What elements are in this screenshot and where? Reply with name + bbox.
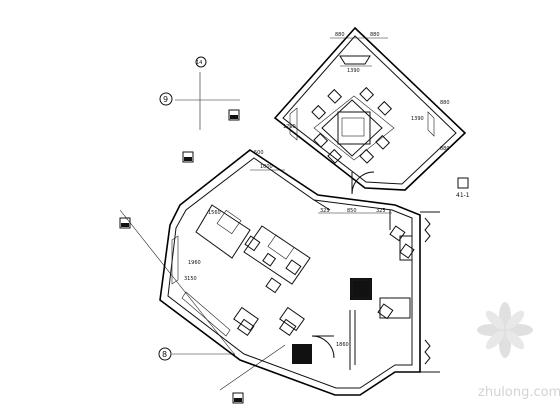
dim-880-top-r: 880 [370, 32, 380, 38]
dim-880-right: 880 [440, 100, 450, 106]
meeting-room [273, 26, 467, 195]
axis-label-14: 14 [196, 60, 202, 66]
watermark-brand: zhulong.com [478, 385, 560, 400]
section-markers: 41-1 [119, 109, 470, 404]
dimensions-upper: 880 880 1390 880 1790 1390 880 1000 500 … [250, 32, 450, 214]
section-line-left [119, 209, 236, 356]
section-marker [457, 177, 469, 189]
chair [399, 243, 415, 259]
section-line-bottom [219, 344, 286, 391]
watermark: zhulong.com [477, 302, 560, 400]
watermark-flower-icon [477, 302, 533, 358]
dim-1560: 1560 [208, 210, 221, 216]
column-block [292, 344, 312, 364]
chair [327, 88, 343, 104]
chair [377, 303, 394, 320]
chair [285, 259, 302, 276]
chair [377, 100, 393, 116]
dim-850: 850 [347, 208, 357, 214]
grid-axis-14: 14 [195, 56, 207, 68]
axis-label-8: 8 [162, 350, 167, 359]
dim-880-top: 880 [335, 32, 345, 38]
dim-500: 500 [254, 150, 264, 156]
detail-reference-tag: 41-1 [456, 192, 470, 199]
dimensions-lower: 1560 1960 3150 1860 [184, 210, 349, 348]
chair [313, 132, 329, 148]
chair [265, 277, 282, 294]
chair [359, 86, 375, 102]
section-marker [232, 392, 244, 404]
chair [389, 225, 406, 242]
main-office-room [159, 149, 440, 396]
chair [278, 318, 297, 337]
section-marker [182, 151, 194, 163]
dim-325-b: 325 [376, 208, 386, 214]
dim-325-a: 325 [320, 208, 330, 214]
dim-1960: 1960 [188, 260, 201, 266]
section-marker [228, 109, 240, 121]
dim-1860: 1860 [336, 342, 349, 348]
chair [262, 252, 277, 267]
grid-axis-9: 9 [159, 72, 240, 130]
section-marker [119, 217, 131, 229]
column-block [350, 278, 372, 300]
axis-label-9: 9 [163, 95, 168, 104]
chair [244, 235, 261, 252]
grid-axis-8: 8 [158, 347, 235, 361]
chair [359, 148, 375, 164]
chair [375, 134, 391, 150]
dim-1390-top: 1390 [347, 68, 360, 74]
chair [311, 104, 327, 120]
dim-880-side: 880 [440, 146, 450, 152]
dim-1390-right: 1390 [411, 116, 424, 122]
dim-3150: 3150 [184, 276, 197, 282]
dim-1790-left: 1790 [283, 124, 296, 130]
chair [327, 148, 343, 164]
